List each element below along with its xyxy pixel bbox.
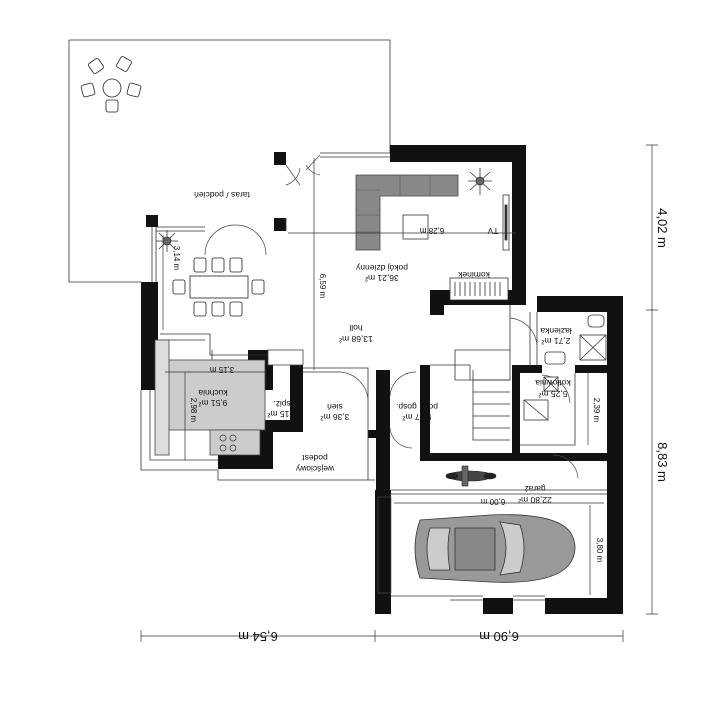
label-pokoj-area: 36,21 m² xyxy=(365,273,399,283)
terrace xyxy=(68,39,391,283)
garage-ramp xyxy=(377,496,392,594)
plant-icon xyxy=(468,168,492,195)
label-pom-area: 5,07 m² xyxy=(402,412,431,422)
label-kotlownia-area: 5,25 m² xyxy=(538,389,567,399)
stove-icon xyxy=(219,434,237,452)
exterior-walls xyxy=(141,145,623,614)
label-sien-area: 3,36 m² xyxy=(320,412,349,422)
dim-garage-width: 6,00 m xyxy=(480,497,505,506)
dim-side-bottom: 8,83 m xyxy=(655,442,670,482)
label-kuchnia-area: 9,51 m² xyxy=(198,398,227,408)
dim-kitchen-width: 3,15 m xyxy=(209,365,234,374)
label-garaz-name: garaż xyxy=(524,484,545,494)
boiler-icon xyxy=(523,376,559,421)
label-spiz-area: 1,15 m² xyxy=(267,409,296,419)
label-kominek: kominek xyxy=(457,270,489,280)
label-podest-1: podest xyxy=(302,453,328,463)
label-tv: TV xyxy=(487,226,498,236)
coffee-table-icon xyxy=(402,214,429,240)
room-labels: taras / podcień pokój dzienny 36,21 m² T… xyxy=(194,190,572,505)
label-holl-name: holl xyxy=(349,323,362,333)
label-holl-area: 13,68 m² xyxy=(339,334,373,344)
bathroom-fixtures xyxy=(544,314,607,365)
kitchen-counter xyxy=(154,339,304,456)
dimension-lines xyxy=(140,144,658,642)
dimension-labels: 6,28 m 3,14 m 6,59 m 3,15 m 2,98 m 2,39 … xyxy=(172,208,670,644)
dining-table-icon xyxy=(172,257,265,317)
label-kotlownia-name: kotłownia xyxy=(535,378,571,388)
dim-side-top: 4,02 m xyxy=(655,208,670,248)
motorcycle-icon xyxy=(445,465,497,487)
sofa-icon xyxy=(355,174,459,251)
dim-hall-depth: 6,59 m xyxy=(318,274,327,299)
dim-garage-depth: 3,80 m xyxy=(595,538,604,563)
label-lazienka-area: 2,71 m² xyxy=(541,336,570,346)
label-taras: taras / podcień xyxy=(194,190,250,200)
dim-dining-depth: 3,14 m xyxy=(172,246,181,271)
dim-kitchen-depth: 2,98 m xyxy=(189,398,198,423)
tv-icon xyxy=(502,194,510,251)
label-pom-name: pom. gosp. xyxy=(396,402,438,412)
label-sien-name: sień xyxy=(327,402,343,412)
dim-total-right: 6,90 m xyxy=(479,629,519,644)
car-icon xyxy=(414,514,576,583)
fireplace-icon xyxy=(449,277,509,301)
label-podest-2: wejściowy xyxy=(295,464,335,474)
label-garaz-area: 22,80 m² xyxy=(518,495,552,505)
label-kuchnia-name: kuchnia xyxy=(198,388,228,398)
label-pokoj-name: pokój dzienny xyxy=(355,263,408,273)
label-spiz-name: spiż. xyxy=(273,399,290,409)
dim-living-width: 6,28 m xyxy=(419,226,444,235)
dim-total-left: 6,54 m xyxy=(238,629,278,644)
patio-table-icon xyxy=(80,56,142,113)
doors xyxy=(204,154,579,479)
dim-boiler-depth: 2,39 m xyxy=(592,398,601,423)
label-lazienka-name: łazienka xyxy=(540,326,571,336)
